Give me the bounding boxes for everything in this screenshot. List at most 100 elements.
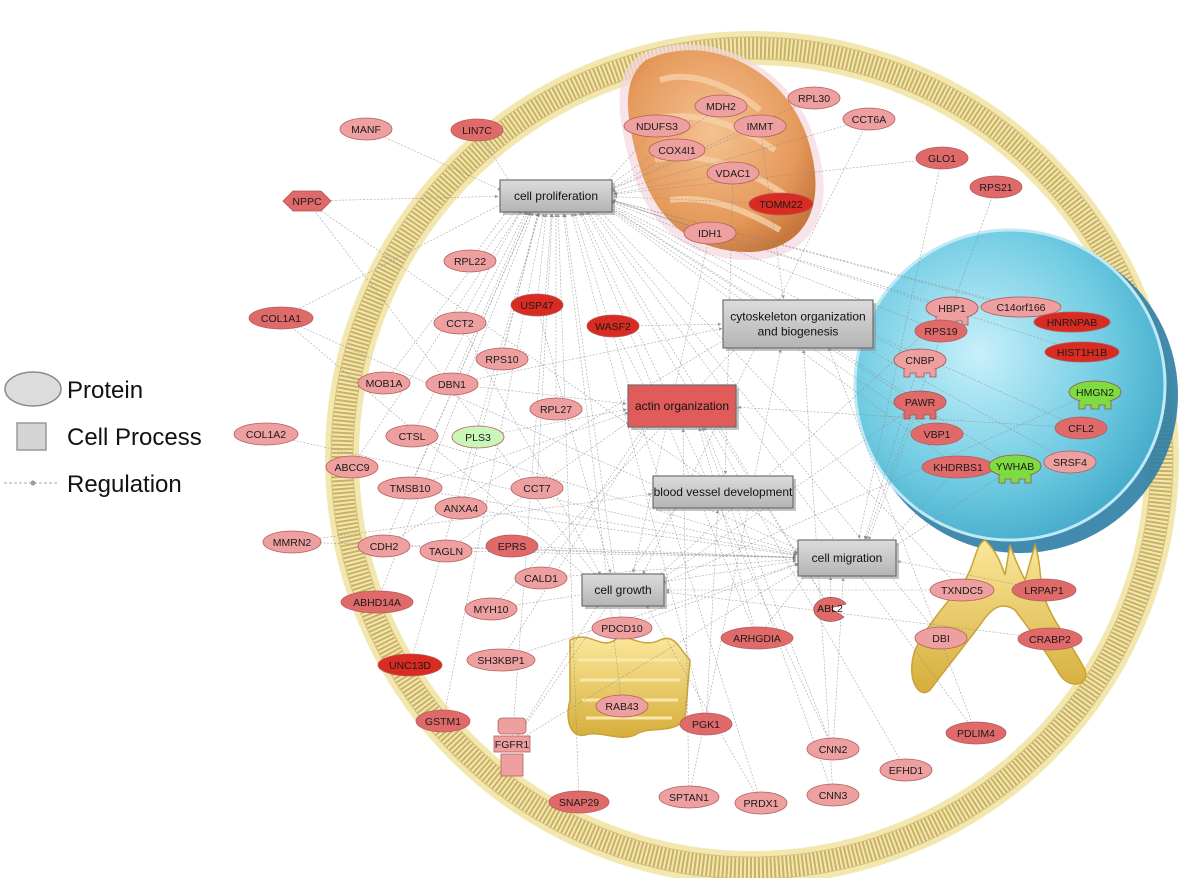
protein-node-crabp2[interactable]: CRABP2 <box>1017 627 1083 651</box>
protein-node-eprs[interactable]: EPRS <box>485 534 539 558</box>
protein-node-cct7[interactable]: CCT7 <box>510 476 564 500</box>
process-cell-migration[interactable]: cell migration <box>797 539 899 579</box>
edge-pgk1-to-blood-vessel <box>705 509 720 725</box>
protein-node-rpl22[interactable]: RPL22 <box>443 249 497 273</box>
protein-node-ctsl[interactable]: CTSL <box>385 424 439 448</box>
protein-node-pdcd10[interactable]: PDCD10 <box>591 616 653 640</box>
protein-node-rpl30[interactable]: RPL30 <box>787 86 841 110</box>
protein-node-cnn3[interactable]: CNN3 <box>806 783 860 807</box>
protein-node-mmrn2[interactable]: MMRN2 <box>262 530 322 554</box>
edge-rpl30-to-cell-proliferation <box>609 97 815 190</box>
protein-node-col1a1[interactable]: COL1A1 <box>248 306 314 330</box>
edge-rps19-to-cell-proliferation <box>610 201 942 332</box>
protein-node-cct6a[interactable]: CCT6A <box>842 107 896 131</box>
protein-node-rps21[interactable]: RPS21 <box>969 175 1023 199</box>
protein-node-lrpap1[interactable]: LRPAP1 <box>1011 578 1077 602</box>
protein-node-fgfr1[interactable]: FGFR1 <box>493 717 531 777</box>
protein-node-rps19[interactable]: RPS19 <box>914 319 968 343</box>
process-label: actin organization <box>635 399 729 413</box>
protein-node-rps10[interactable]: RPS10 <box>475 347 529 371</box>
protein-node-khdrbs1[interactable]: KHDRBS1 <box>921 455 995 479</box>
process-cell-growth[interactable]: cell growth <box>581 573 667 609</box>
protein-node-srsf4[interactable]: SRSF4 <box>1043 450 1097 474</box>
protein-node-idh1[interactable]: IDH1 <box>683 221 737 245</box>
protein-label: RAB43 <box>605 701 638 713</box>
protein-node-sptan1[interactable]: SPTAN1 <box>658 785 720 809</box>
protein-node-cald1[interactable]: CALD1 <box>514 566 568 590</box>
protein-node-vbp1[interactable]: VBP1 <box>910 422 964 446</box>
protein-node-dbi[interactable]: DBI <box>914 626 968 650</box>
protein-node-rab43[interactable]: RAB43 <box>595 694 649 718</box>
protein-node-snap29[interactable]: SNAP29 <box>548 790 610 814</box>
protein-node-cnbp[interactable]: CNBP <box>893 348 947 378</box>
protein-node-prdx1[interactable]: PRDX1 <box>734 791 788 815</box>
edge-hnrnpab-to-cell-proliferation <box>611 199 1073 323</box>
protein-node-usp47[interactable]: USP47 <box>510 293 564 317</box>
protein-node-glo1[interactable]: GLO1 <box>915 146 969 170</box>
protein-node-col1a2[interactable]: COL1A2 <box>233 422 299 446</box>
protein-label: ABL2 <box>817 603 843 615</box>
protein-node-cfl2[interactable]: CFL2 <box>1054 416 1108 440</box>
protein-node-efhd1[interactable]: EFHD1 <box>879 758 933 782</box>
protein-node-c14orf166[interactable]: C14orf166 <box>980 296 1062 318</box>
protein-label: CNN2 <box>819 744 848 756</box>
edge-abcc9-to-cell-proliferation <box>351 210 522 468</box>
protein-node-cdh2[interactable]: CDH2 <box>357 534 411 558</box>
protein-node-tagln[interactable]: TAGLN <box>419 539 473 563</box>
protein-node-tomm22[interactable]: TOMM22 <box>748 192 814 216</box>
edge-sptan1-to-actin <box>681 428 690 798</box>
protein-node-wasf2[interactable]: WASF2 <box>586 314 640 338</box>
protein-node-pls3[interactable]: PLS3 <box>451 425 505 449</box>
protein-node-abl2[interactable]: ABL2 <box>813 597 847 622</box>
protein-node-manf[interactable]: MANF <box>339 117 393 141</box>
protein-node-mob1a[interactable]: MOB1A <box>357 371 411 395</box>
edge-cct6a-to-cell-growth <box>642 118 870 575</box>
edge-pdlim4-to-cell-proliferation <box>591 209 977 734</box>
protein-node-gstm1[interactable]: GSTM1 <box>415 709 471 733</box>
protein-node-pawr[interactable]: PAWR <box>893 390 947 420</box>
process-actin[interactable]: actin organization <box>627 384 739 430</box>
protein-node-arhgdia[interactable]: ARHGDIA <box>720 626 794 650</box>
protein-label: EPRS <box>498 541 527 553</box>
protein-node-sh3kbp1[interactable]: SH3KBP1 <box>466 648 536 672</box>
protein-node-ndufs3[interactable]: NDUFS3 <box>623 114 691 138</box>
endoplasmic-reticulum <box>910 539 1087 694</box>
protein-node-tmsb10[interactable]: TMSB10 <box>377 476 443 500</box>
edge-glo1-to-cell-migration <box>857 157 943 539</box>
protein-node-pdlim4[interactable]: PDLIM4 <box>945 721 1007 745</box>
protein-node-nppc[interactable]: NPPC <box>282 190 332 212</box>
protein-node-dbn1[interactable]: DBN1 <box>425 372 479 396</box>
edge-hmgn2-to-cell-growth <box>662 391 1096 584</box>
protein-label: VBP1 <box>924 429 951 441</box>
protein-node-immt[interactable]: IMMT <box>733 114 787 138</box>
protein-node-pgk1[interactable]: PGK1 <box>679 712 733 736</box>
protein-node-hmgn2[interactable]: HMGN2 <box>1068 380 1122 410</box>
process-cell-proliferation[interactable]: cell proliferation <box>499 179 615 215</box>
protein-node-anxa4[interactable]: ANXA4 <box>434 496 488 520</box>
protein-label: HMGN2 <box>1076 387 1114 399</box>
edge-txndc5-to-cell-proliferation <box>597 208 963 591</box>
protein-node-myh10[interactable]: MYH10 <box>464 597 518 621</box>
protein-node-hist1h1b[interactable]: HIST1H1B <box>1044 341 1120 363</box>
process-label: and biogenesis <box>758 325 839 339</box>
protein-node-cnn2[interactable]: CNN2 <box>806 737 860 761</box>
diagram-nodes: cell proliferation cytoskeleton organizat… <box>233 86 1122 815</box>
protein-node-vdac1[interactable]: VDAC1 <box>706 161 760 185</box>
protein-node-unc13d[interactable]: UNC13D <box>377 653 443 677</box>
protein-node-ywhab[interactable]: YWHAB <box>988 454 1042 484</box>
protein-node-cct2[interactable]: CCT2 <box>433 311 487 335</box>
protein-node-txndc5[interactable]: TXNDC5 <box>929 578 995 602</box>
process-blood-vessel[interactable]: blood vessel development <box>652 475 796 511</box>
protein-node-hnrnpab[interactable]: HNRNPAB <box>1033 311 1111 333</box>
protein-label: YWHAB <box>996 461 1035 473</box>
legend-cell-process-label: Cell Process <box>67 424 202 451</box>
edge-immt-to-cytoskeleton <box>759 125 785 299</box>
protein-node-lin7c[interactable]: LIN7C <box>450 118 504 142</box>
protein-node-rpl27[interactable]: RPL27 <box>529 397 583 421</box>
protein-node-abcc9[interactable]: ABCC9 <box>325 455 379 479</box>
protein-node-abhd14a[interactable]: ABHD14A <box>340 590 414 614</box>
protein-node-mdh2[interactable]: MDH2 <box>694 94 748 118</box>
protein-node-cox4i1[interactable]: COX4I1 <box>648 138 706 162</box>
protein-label: CDH2 <box>370 541 399 553</box>
